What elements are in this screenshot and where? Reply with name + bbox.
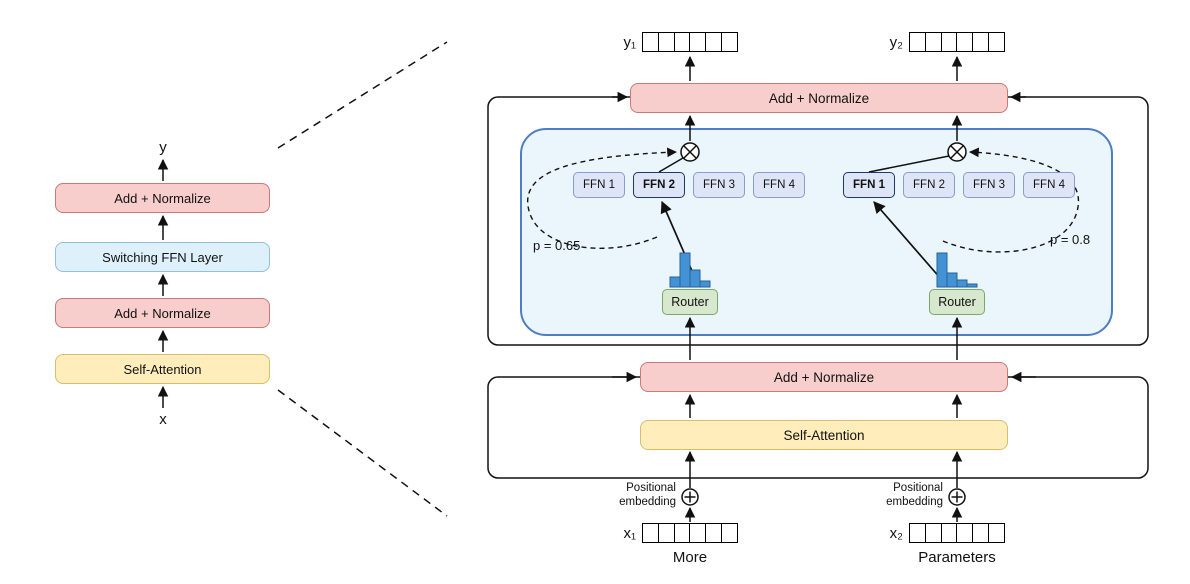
left-add-normalize-bottom-label: Add + Normalize [114, 305, 211, 321]
switching-ffn-container [520, 128, 1113, 336]
input-token-box-x1 [642, 523, 738, 543]
add-normalize-top-box: Add + Normalize [630, 83, 1008, 113]
ffn-box: FFN 4 [753, 172, 805, 198]
ffn-label: FFN 4 [1033, 179, 1065, 191]
ffn-label: FFN 3 [973, 179, 1005, 191]
router-histogram-left [669, 252, 711, 288]
ffn-label: FFN 1 [853, 179, 885, 191]
left-add-normalize-top-box: Add + Normalize [55, 183, 270, 213]
multiply-icon-left [680, 142, 700, 162]
ffn-label: FFN 1 [583, 179, 615, 191]
ffn-box: FFN 3 [693, 172, 745, 198]
positional-embedding-label-left: Positional embedding [619, 482, 676, 509]
output-token-box-y2 [909, 32, 1005, 52]
self-attention-label: Self-Attention [783, 427, 865, 443]
add-normalize-bottom-label: Add + Normalize [773, 369, 875, 385]
left-input-label: x [159, 411, 167, 428]
router-box-left: Router [662, 289, 718, 315]
output-token-label-y2: y₂ [889, 34, 903, 51]
gate-loop-right [942, 147, 1080, 253]
zoom-connector-bottom [277, 389, 448, 517]
output-arrows [684, 55, 963, 81]
attention-to-addnorm-arrows [684, 393, 963, 418]
ffn-box: FFN 2 [633, 172, 685, 198]
ffn-box: FFN 2 [903, 172, 955, 198]
plus-icon-right [948, 488, 966, 506]
ffn-label: FFN 3 [703, 179, 735, 191]
router-histogram-right [936, 252, 978, 288]
multiply-icon-right [947, 142, 967, 162]
p-label-right: p = 0.8 [1050, 232, 1091, 247]
add-normalize-bottom-box: Add + Normalize [640, 362, 1008, 392]
ffn-label: FFN 4 [763, 179, 795, 191]
multiply-to-addnorm-arrows [684, 114, 963, 141]
plus-icon-left [681, 488, 699, 506]
router-label: Router [671, 295, 709, 309]
ffn-box: FFN 1 [573, 172, 625, 198]
ffn-label: FFN 2 [913, 179, 945, 191]
ffn-group-right: FFN 1 FFN 2 FFN 3 FFN 4 [843, 172, 1075, 198]
left-output-label: y [159, 139, 167, 156]
left-add-normalize-top-label: Add + Normalize [114, 190, 211, 206]
left-self-attention-label: Self-Attention [123, 361, 202, 377]
positional-embedding-label-right: Positional embedding [886, 482, 943, 509]
ffn-group-left: FFN 1 FFN 2 FFN 3 FFN 4 [573, 172, 805, 198]
plus-to-attention-arrows [684, 450, 963, 488]
ffn-label: FFN 2 [643, 179, 675, 191]
ffn-box: FFN 3 [963, 172, 1015, 198]
input-token-label-x2: x₂ [889, 525, 903, 542]
zoom-connector-top [277, 41, 448, 149]
input-word-more: More [672, 549, 708, 566]
left-switching-ffn-layer-label: Switching FFN Layer [102, 249, 223, 265]
router-input-arrows [684, 316, 963, 360]
p-label-left: p = 0.65 [533, 238, 581, 253]
token-to-plus-arrows [684, 506, 963, 522]
left-switching-ffn-layer-box: Switching FFN Layer [55, 242, 270, 272]
router-to-ffn-arrow-right [873, 201, 949, 288]
residual-connection-top [487, 91, 1149, 346]
input-token-box-x2 [909, 523, 1005, 543]
gate-loop-left [527, 147, 677, 249]
ffn-box: FFN 1 [843, 172, 895, 198]
input-word-parameters: Parameters [918, 549, 996, 566]
ffn-to-multiply-connectors [658, 155, 950, 173]
output-token-label-y1: y₁ [623, 34, 636, 51]
router-box-right: Router [929, 289, 985, 315]
add-normalize-top-label: Add + Normalize [768, 90, 870, 106]
self-attention-box: Self-Attention [640, 420, 1008, 450]
output-token-box-y1 [642, 32, 738, 52]
left-self-attention-box: Self-Attention [55, 354, 270, 384]
router-label: Router [938, 295, 976, 309]
input-token-label-x1: x₁ [623, 525, 636, 542]
left-add-normalize-bottom-box: Add + Normalize [55, 298, 270, 328]
ffn-box: FFN 4 [1023, 172, 1075, 198]
